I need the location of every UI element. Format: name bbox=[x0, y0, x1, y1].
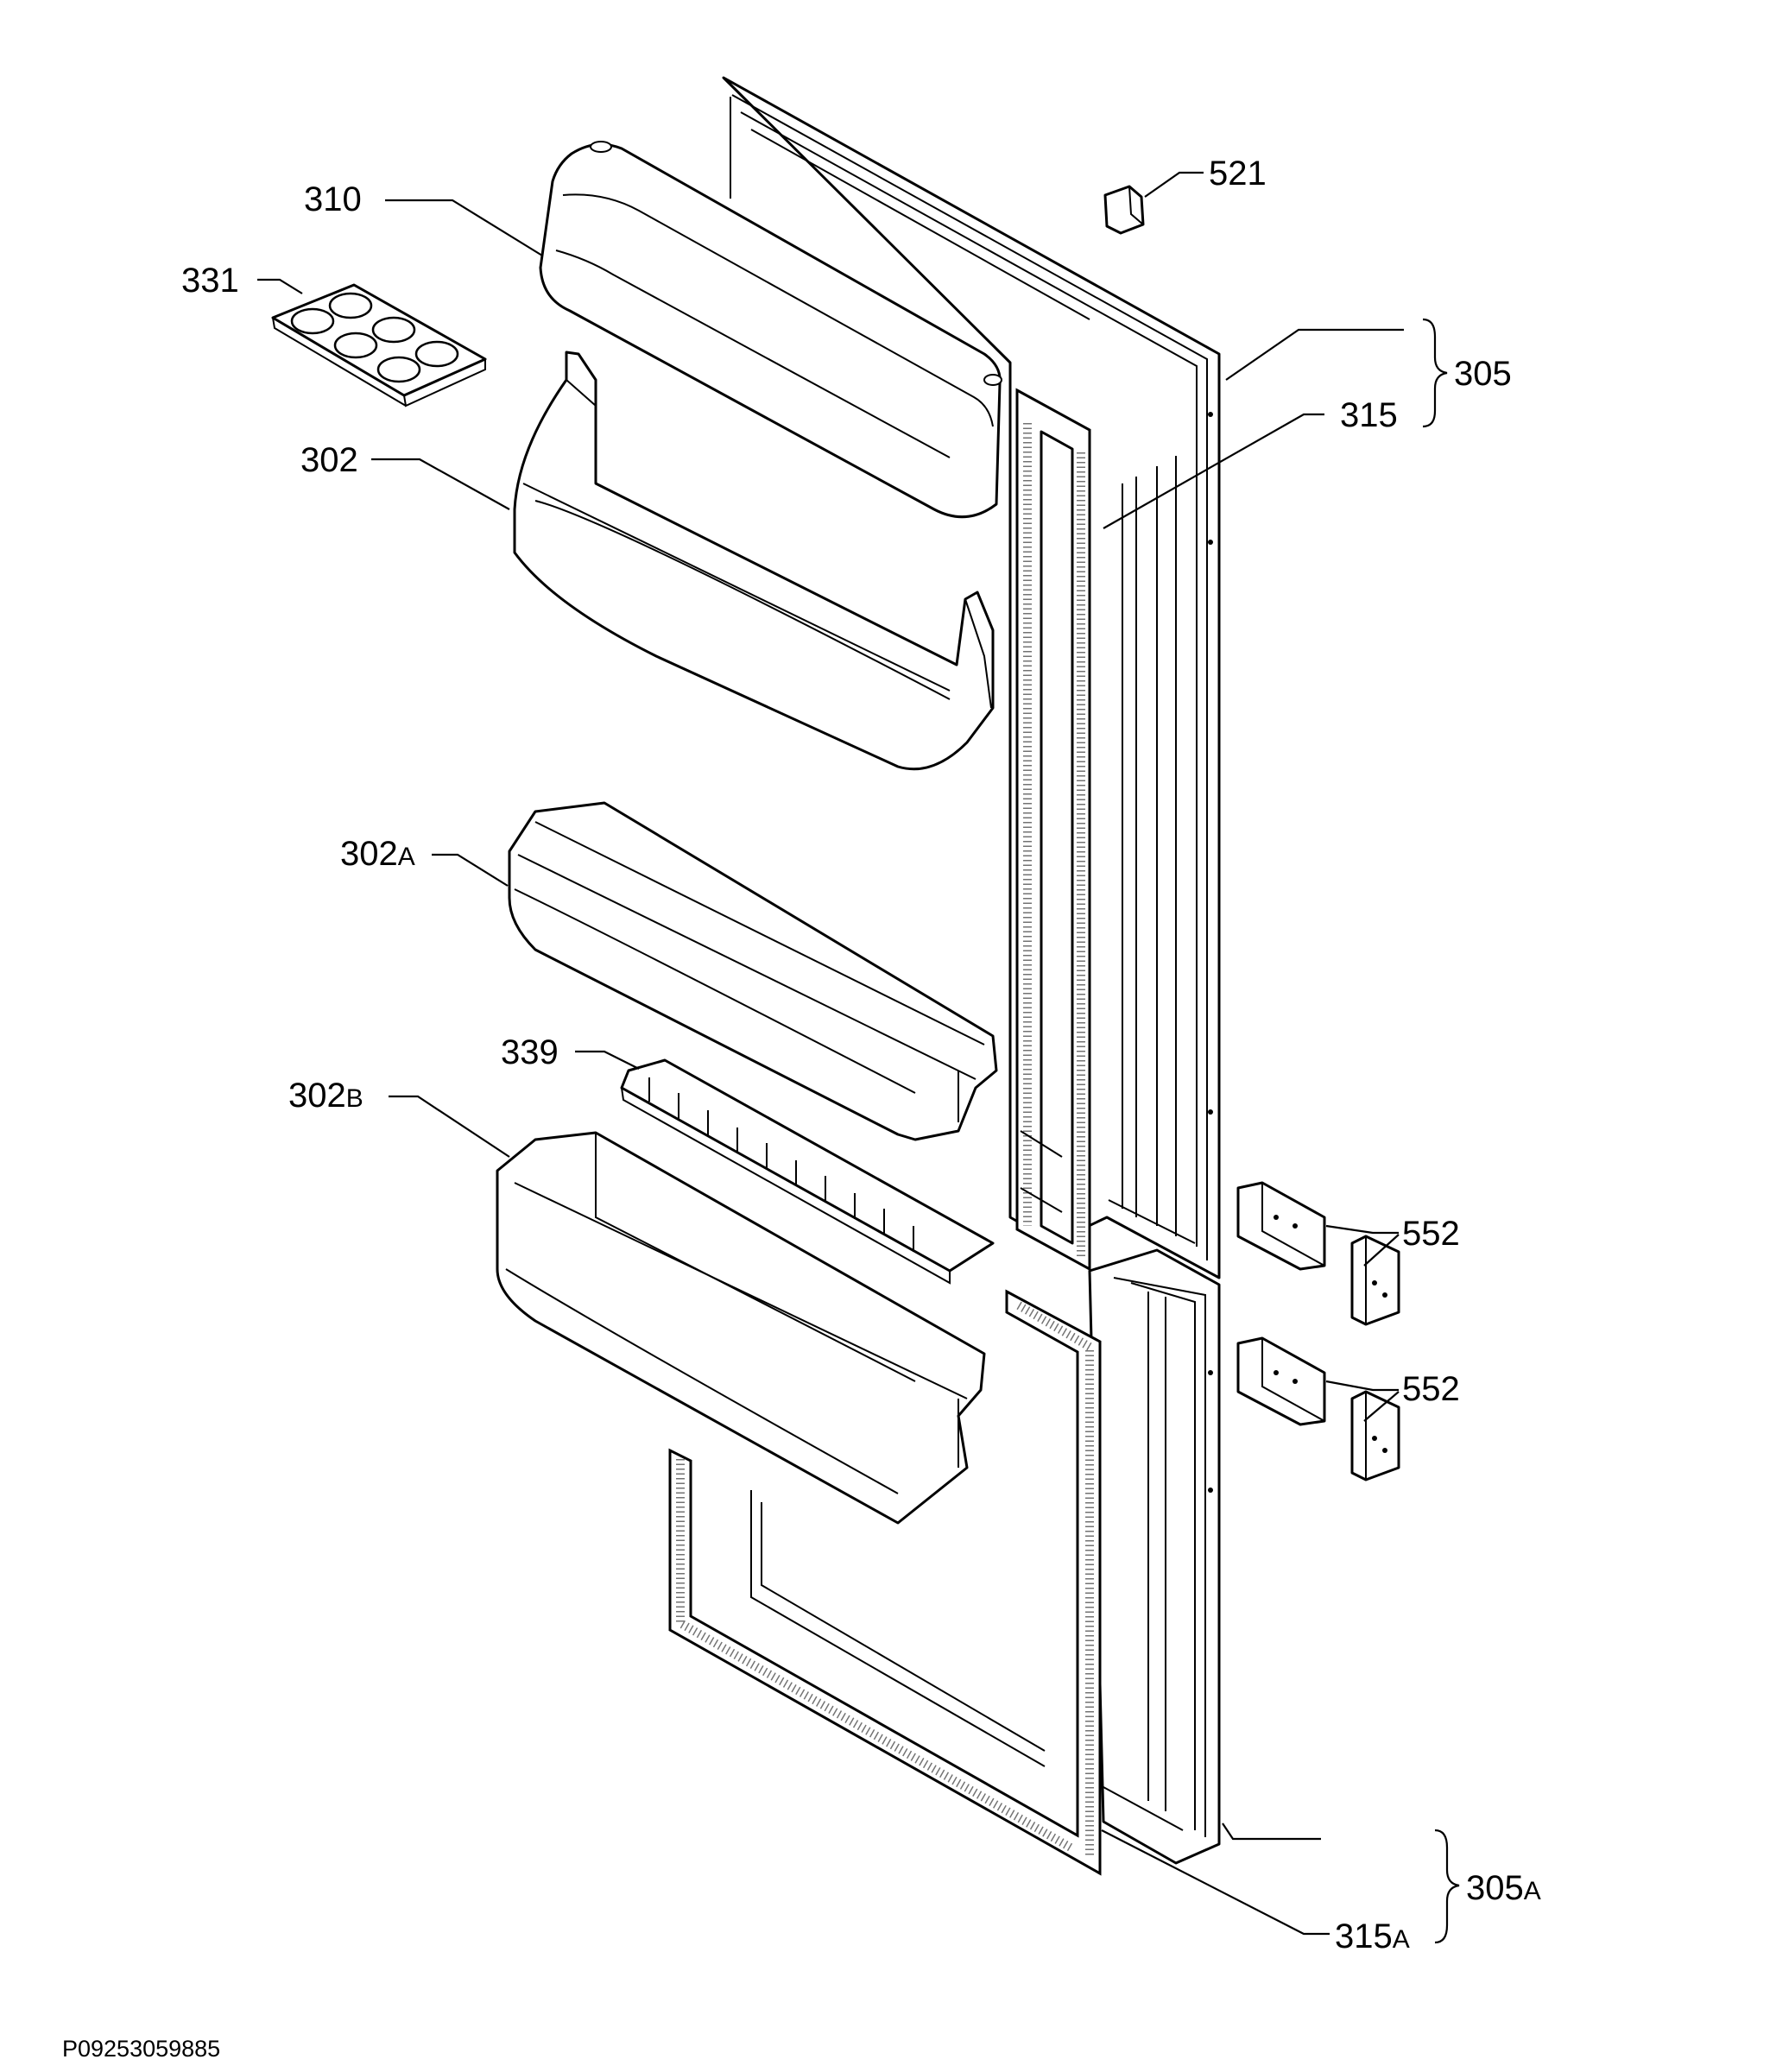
upper-door-gasket bbox=[1015, 388, 1091, 1272]
part-331-egg-tray bbox=[271, 283, 487, 407]
lower-door-panel bbox=[1088, 1248, 1221, 1865]
part-302-door-shelf bbox=[513, 351, 995, 771]
brace-305a bbox=[1434, 1829, 1460, 1944]
label-302: 302 bbox=[300, 441, 358, 479]
reference-code: P09253059885 bbox=[62, 2036, 220, 2062]
label-339: 339 bbox=[501, 1033, 559, 1071]
label-552-lower: 552 bbox=[1402, 1370, 1460, 1408]
label-305: 305 bbox=[1454, 355, 1512, 393]
part-310-shelf-cover bbox=[539, 141, 1002, 519]
part-552-hinge-bracket-lower bbox=[1236, 1336, 1400, 1481]
label-315a: 315A bbox=[1335, 1917, 1410, 1955]
label-521: 521 bbox=[1209, 155, 1267, 193]
label-302b: 302B bbox=[288, 1077, 363, 1115]
part-302a-door-shelf bbox=[508, 801, 998, 1141]
brace-305 bbox=[1422, 318, 1448, 428]
leader-lines bbox=[257, 171, 1404, 1936]
label-552-upper: 552 bbox=[1402, 1215, 1460, 1253]
label-310: 310 bbox=[304, 180, 362, 218]
part-302b-door-shelf bbox=[496, 1131, 986, 1525]
label-305a: 305A bbox=[1466, 1869, 1541, 1907]
part-339-bottle-divider bbox=[620, 1058, 995, 1285]
lower-door-gasket bbox=[668, 1289, 1102, 1876]
label-302a: 302A bbox=[340, 835, 415, 873]
part-552-hinge-bracket-upper bbox=[1236, 1181, 1400, 1326]
label-315: 315 bbox=[1340, 396, 1398, 434]
part-521-cap bbox=[1103, 185, 1145, 235]
part-labels: 521 310 331 305 315 302 302A 339 302B 55… bbox=[62, 155, 1541, 2062]
label-331: 331 bbox=[181, 262, 239, 300]
